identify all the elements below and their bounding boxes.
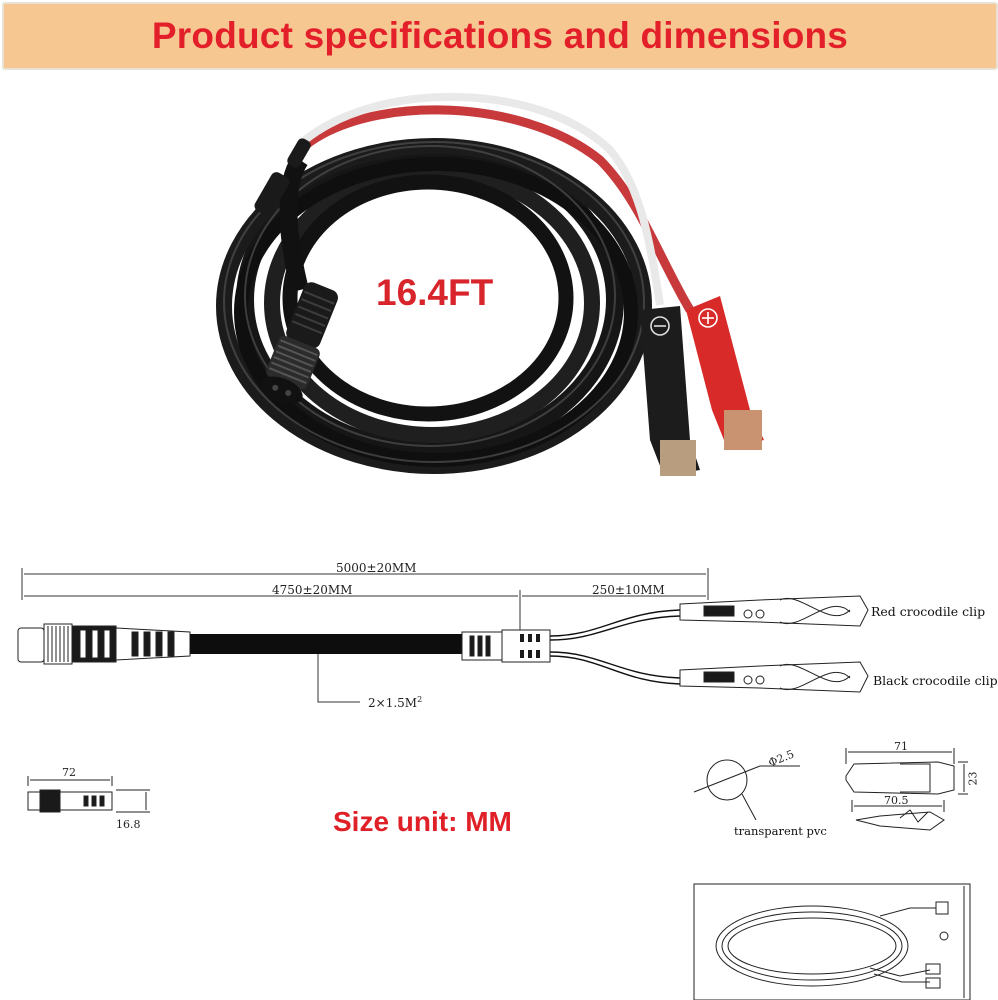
cable-length-label: 16.4FT [376, 272, 494, 313]
black-clip-label: Black crocodile clip [873, 673, 998, 688]
connector-lead [279, 155, 309, 293]
total-length-dim: 5000±20MM [336, 561, 417, 575]
splitter-boot [254, 138, 311, 216]
technical-drawing [17, 568, 971, 1000]
red-clip-photo [686, 296, 764, 450]
clip-height-dim: 23 [966, 771, 980, 786]
clip-dimension-drawing [845, 748, 968, 831]
wire-gauge-dim: 2×1.5M2 [368, 695, 422, 710]
connector-detail-drawing [27, 776, 150, 813]
connector-length-dim: 72 [62, 766, 76, 779]
round-connector [260, 282, 338, 405]
page-title: Product specifications and dimensions [151, 15, 849, 56]
wire-section-drawing [693, 759, 800, 821]
white-wire [302, 92, 664, 306]
main-cable-length-dim: 4750±20MM [272, 583, 353, 597]
branch-length-dim: 250±10MM [592, 583, 665, 597]
title-banner: Product specifications and dimensions [2, 2, 998, 70]
clip-open-length-dim: 70.5 [884, 794, 909, 807]
packaging-drawing [693, 883, 971, 1000]
connector-drawing [17, 623, 191, 665]
main-cable-drawing [190, 634, 462, 654]
wire-gauge-value: 2×1.5M [368, 696, 418, 710]
wire-gauge-exponent: 2 [417, 695, 423, 704]
size-unit-label: Size unit: MM [333, 806, 512, 837]
red-clip-label: Red crocodile clip [871, 604, 986, 619]
black-clip-drawing [679, 661, 869, 693]
red-clip-drawing [679, 595, 869, 627]
clip-length-dim: 71 [894, 740, 908, 753]
wire-material-label: transparent pvc [734, 824, 827, 838]
red-wire [296, 105, 694, 313]
black-clip-photo [640, 306, 700, 476]
connector-diameter-dim: 16.8 [116, 818, 141, 831]
splitter-drawing [461, 629, 551, 663]
cable-photo [216, 92, 764, 476]
